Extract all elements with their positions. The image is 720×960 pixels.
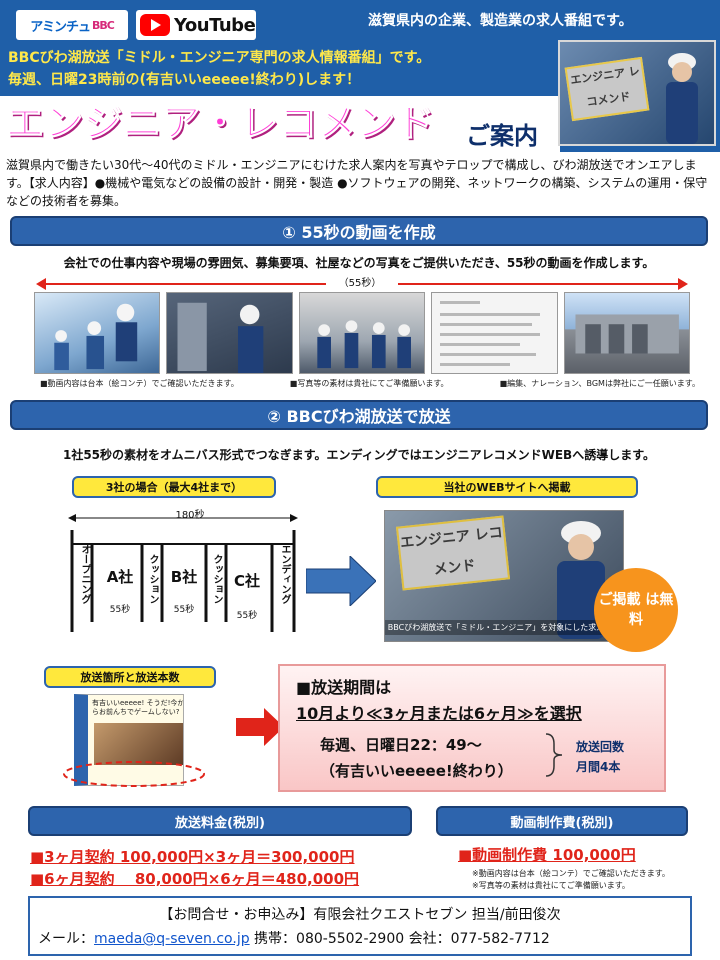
production-note: ※動画内容は台本（絵コンテ）でご確認いただきます。 (472, 869, 670, 878)
intro-paragraph: 滋賀県内で働きたい30代〜40代のミドル・エンジニアにむけた求人案内を写真やテロ… (6, 158, 708, 208)
production-price: ■動画制作費 100,000円 (458, 846, 636, 864)
timeline-seconds: 55秒 (109, 605, 131, 615)
broadcast-timeline (68, 514, 298, 632)
price-6-months: ■6ヶ月契約 80,000円×6ヶ月＝480,000円 (30, 870, 360, 888)
header-intro-line-1: BBCびわ湖放送「ミドル・エンジニア専門の求人情報番組」です。 (8, 50, 431, 66)
photo-note: ■編集、ナレーション、BGMは弊社にご一任願います。 (499, 379, 700, 388)
timeline-cushion: クッション (211, 554, 222, 604)
period-choice: 10月より≪3ヶ月または6ヶ月≫を選択 (296, 704, 582, 723)
email-link[interactable]: maeda@q-seven.co.jp (94, 931, 250, 947)
header-title-strip (0, 96, 560, 152)
highlight-ellipse (63, 761, 205, 787)
photo-note: ■動画内容は台本（絵コンテ）でご確認いただきます。 (40, 379, 239, 388)
phone-numbers: 携帯：080-5502-2900 会社：077-582-7712 (249, 931, 550, 947)
hero-sign: エンジニア レコメンド (564, 56, 650, 122)
period-heading: ■放送期間は (296, 678, 392, 697)
timeline-total: 180秒 (175, 510, 205, 521)
engineer-figure-icon (666, 53, 698, 144)
tv-program-image (94, 723, 183, 765)
website-caption: BBCびわ湖放送で「ミドル・エンジニア」を対象にした求人番組 (385, 620, 623, 635)
tv-program-text: 有吉いいeeeee! そうだ!今からお前んちでゲームしない? (92, 699, 184, 716)
contact-box: 【お問合せ・お申込み】有限会社クエストセブン 担当/前田俊次 メール：maeda… (28, 896, 692, 956)
production-note: ※写真等の素材は貴社にてご準備願います。 (472, 881, 630, 890)
period-schedule: 毎週、日曜日22：49〜 (320, 736, 482, 754)
free-listing-badge: ご掲載 は無料 (594, 568, 678, 652)
duration-arrow (36, 275, 688, 293)
contact-details: メール：maeda@q-seven.co.jp 携帯：080-5502-2900… (38, 928, 550, 948)
logo-bbc-text: BBC (91, 18, 115, 32)
duration-label: （55秒） (338, 278, 382, 289)
broadcast-period-box: ■放送期間は 10月より≪3ヶ月または6ヶ月≫を選択 毎週、日曜日22：49〜 … (278, 664, 666, 792)
broadcast-slot-tag: 放送箇所と放送本数 (44, 666, 216, 688)
photo-team-meeting (298, 292, 426, 374)
section-1-header: ① 55秒の動画を作成 (10, 216, 708, 246)
price-3-months: ■3ヶ月契約 100,000円×3ヶ月＝300,000円 (30, 848, 355, 866)
period-program: （有吉いいeeeee!終わり） (320, 762, 513, 780)
timeline-company-c: C社 (233, 572, 260, 590)
timeline-seconds: 55秒 (236, 611, 258, 621)
website-screenshot: エンジニア レコメンド BBCびわ湖放送で「ミドル・エンジニア」を対象にした求人… (384, 510, 624, 642)
sample-photos (34, 292, 691, 374)
mail-label: メール： (38, 931, 94, 947)
section-1-description: 会社での仕事内容や現場の雰囲気、募集要項、社屋などの写真をご提供いただき、55秒… (63, 256, 655, 270)
companies-tag: 3社の場合（最大4社まで） (72, 476, 276, 498)
production-fee-header: 動画制作費(税別) (436, 806, 688, 836)
timeline-cushion: クッション (147, 554, 158, 604)
page-title: エンジニア・レコメンド (5, 101, 436, 146)
photo-factory-worker (166, 292, 293, 374)
building-illustration (575, 314, 679, 354)
broadcast-count-value: 月間4本 (576, 760, 621, 774)
right-arrow-red-icon (236, 708, 284, 746)
tv-guide-card: 22 A 有吉いいeeeee! そうだ!今からお前んちでゲームしない? (74, 694, 184, 786)
broadcast-fee-header: 放送料金(税別) (28, 806, 412, 836)
header-intro-line-2: 毎週、日曜23時前の(有吉いいeeeee!終わり)します！ (8, 72, 361, 88)
web-tag: 当社のWEBサイトへ掲載 (376, 476, 638, 498)
tv-channel-number: 22 A (75, 731, 88, 752)
timeline-opening: オープニング (79, 544, 90, 604)
photo-job-listing-document (431, 292, 558, 374)
photo-engineers-outdoor (34, 292, 161, 374)
youtube-wordmark: YouTube (174, 14, 256, 36)
aminchu-bbc-logo: アミンチュ BBC (16, 10, 128, 40)
brace-icon (545, 733, 563, 777)
contact-company: 【お問合せ・お申込み】有限会社クエストセブン 担当/前田俊次 (159, 907, 561, 923)
engineers-illustration (54, 303, 138, 371)
page-title-suffix: ご案内 (466, 122, 538, 150)
timeline-ending: エンディング (279, 544, 290, 604)
section-2-description: 1社55秒の素材をオムニバス形式でつなぎます。エンディングではエンジニアレコメン… (62, 448, 656, 462)
broadcast-count-label: 放送回数 (576, 740, 625, 754)
timeline-seconds: 55秒 (173, 605, 195, 615)
timeline-company-b: B社 (170, 568, 198, 586)
photo-notes: ■動画内容は台本（絵コンテ）でご確認いただきます。 ■写真等の素材は貴社にてご準… (40, 378, 700, 389)
hero-image: エンジニア レコメンド (558, 40, 716, 146)
right-arrow-icon (306, 556, 376, 606)
section-2-header: ② BBCびわ湖放送で放送 (10, 400, 708, 430)
photo-note: ■写真等の素材は貴社にてご準備願います。 (289, 379, 449, 388)
timeline-company-a: A社 (106, 568, 134, 586)
youtube-logo: YouTube (136, 10, 256, 40)
team-illustration (317, 320, 411, 369)
factory-worker-illustration (177, 302, 264, 373)
photo-company-building (563, 292, 691, 374)
youtube-play-icon (140, 14, 170, 36)
engineer-figure-icon (557, 521, 605, 639)
header-top-note: 滋賀県内の企業、製造業の求人番組です。 (368, 13, 633, 29)
website-sign: エンジニア レコメンド (395, 515, 511, 591)
logo-ami-text: アミンチュ (30, 19, 91, 35)
